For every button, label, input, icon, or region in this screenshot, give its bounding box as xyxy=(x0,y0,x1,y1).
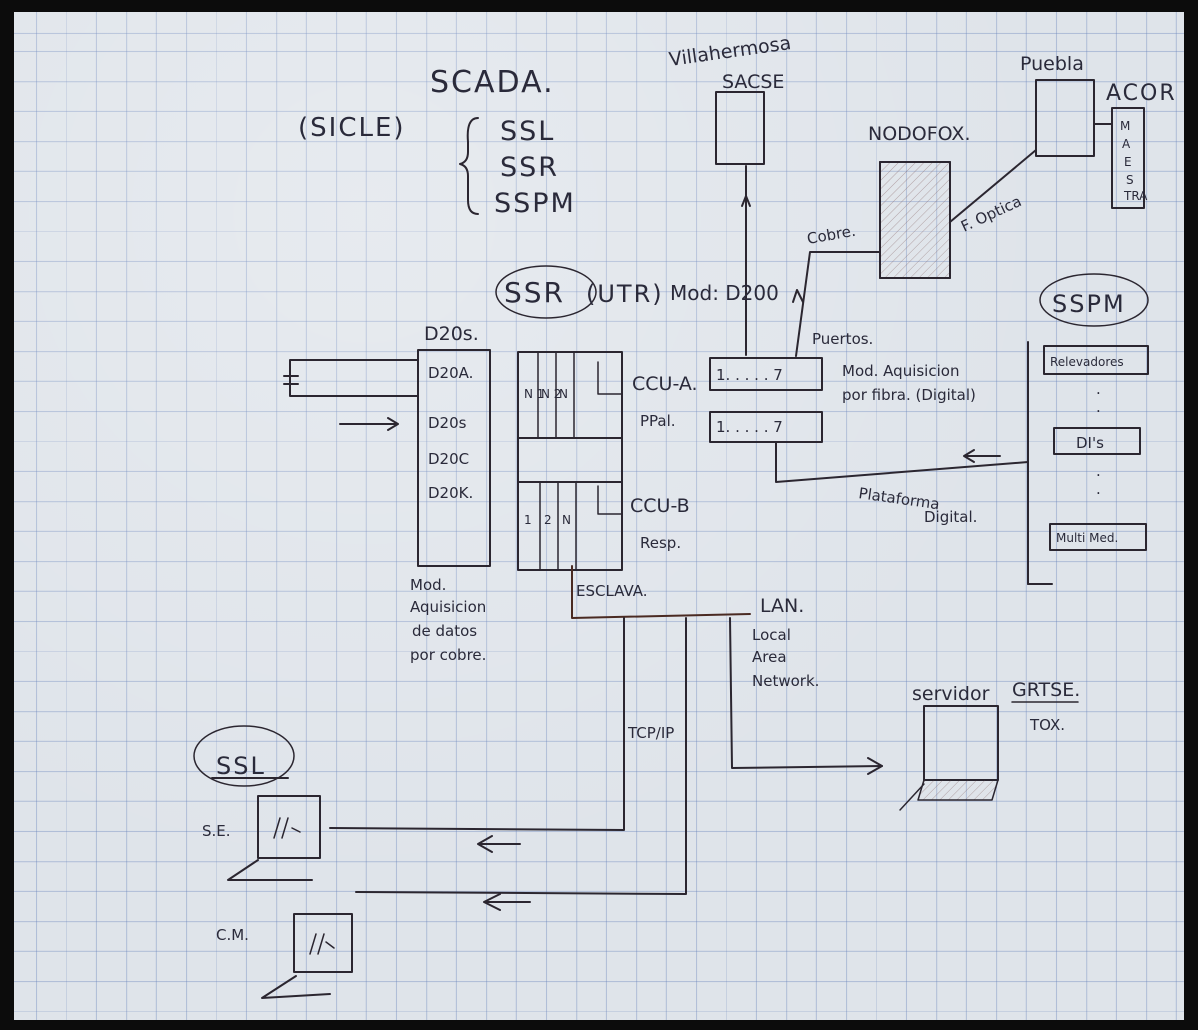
sicle-label: (SICLE) xyxy=(298,113,406,143)
svg-text:.: . xyxy=(1096,398,1101,416)
cm-monitor xyxy=(294,914,352,972)
sspm-item: DI's xyxy=(1076,434,1104,452)
d20-item: D20s xyxy=(428,414,467,432)
ssr-label: SSR xyxy=(504,276,565,309)
puebla-label: Puebla xyxy=(1020,53,1084,75)
lan-line: Area xyxy=(752,648,787,666)
mod-d200-label: Mod: D200 xyxy=(670,281,779,305)
svg-text:.: . xyxy=(1096,480,1101,498)
capacitor-link xyxy=(290,360,418,396)
villahermosa-label: Villahermosa xyxy=(668,32,793,71)
mod-cobre-line: de datos xyxy=(412,622,477,640)
lan-heading: LAN. xyxy=(760,595,804,617)
ssl-heading: SSL xyxy=(216,752,266,780)
ccu-b-slot: N xyxy=(562,513,571,527)
sspm-item: Relevadores xyxy=(1050,355,1124,369)
scada-item-ssl: SSL xyxy=(500,116,555,147)
plataforma-link xyxy=(776,442,1028,482)
mod-fibra-line: por fibra. (Digital) xyxy=(842,386,976,404)
acor-box xyxy=(1036,80,1094,156)
nodofox-box xyxy=(880,162,950,278)
right-arrow-icon xyxy=(340,418,398,430)
scada-item-sspm: SSPM xyxy=(494,188,576,219)
lan-line: Network. xyxy=(752,672,819,690)
se-screen-marks xyxy=(274,818,300,838)
utr-label: (UTR) xyxy=(586,280,664,308)
sspm-item: Multi Med. xyxy=(1056,531,1118,545)
fibra-label: F. Optica xyxy=(958,192,1024,236)
se-keyboard xyxy=(228,860,312,880)
mod-cobre-line: Mod. xyxy=(410,576,446,594)
cm-screen-marks xyxy=(310,934,334,954)
esclava-label: ESCLAVA. xyxy=(576,582,648,600)
svg-text:.: . xyxy=(1096,462,1101,480)
puertos-label: Puertos. xyxy=(812,330,873,348)
acor-label: ACOR xyxy=(1106,81,1177,106)
lan-line: Local xyxy=(752,626,791,644)
plataforma-line: Digital. xyxy=(924,508,977,526)
ccu-a-sub: PPal. xyxy=(640,412,676,430)
left-arrow-icon xyxy=(964,450,1000,462)
maestra-letter-2: A xyxy=(1122,137,1131,151)
d20s-heading: D20s. xyxy=(424,323,479,345)
tox-label: TOX. xyxy=(1029,716,1065,734)
tcpip-link-cm xyxy=(356,618,686,894)
ccu-a-label: CCU-A. xyxy=(632,373,698,395)
ccu-b-slot: 2 xyxy=(544,513,552,527)
port-range-2: 1. . . . . 7 xyxy=(716,418,783,436)
servidor-base xyxy=(918,780,998,800)
grtse-label: GRTSE. xyxy=(1012,679,1080,701)
ccu-rack xyxy=(518,352,622,570)
cm-keyboard xyxy=(262,976,330,998)
tcpip-label: TCP/IP xyxy=(627,724,674,742)
left-arrow-icon-3 xyxy=(484,894,530,910)
mod-fibra-line: Mod. Aquisicion xyxy=(842,362,959,380)
scada-title: SCADA. xyxy=(430,65,555,100)
maestra-letter-5: TRA xyxy=(1123,189,1148,203)
maestra-letter-4: S xyxy=(1126,173,1134,187)
port-range-1: 1. . . . . 7 xyxy=(716,366,783,384)
maestra-letter-1: M xyxy=(1120,119,1130,133)
ccu-a-slot: N xyxy=(559,387,568,401)
cm-label: C.M. xyxy=(216,926,249,944)
servidor-label: servidor xyxy=(912,683,990,705)
ccu-b-label: CCU-B xyxy=(630,495,690,517)
mod-cobre-line: por cobre. xyxy=(410,646,486,664)
ccu-b-sub: Resp. xyxy=(640,534,681,552)
d20-item: D20A. xyxy=(428,364,473,382)
d20-item: D20K. xyxy=(428,484,473,502)
se-label: S.E. xyxy=(202,822,231,840)
scada-item-ssr: SSR xyxy=(500,152,559,183)
maestra-letter-3: E xyxy=(1124,155,1132,169)
ccu-b-slot: 1 xyxy=(524,513,532,527)
sacse-box xyxy=(716,92,764,164)
curly-brace xyxy=(460,118,478,214)
nodofox-label: NODOFOX. xyxy=(868,123,970,145)
d20-item: D20C xyxy=(428,450,469,468)
se-monitor xyxy=(258,796,320,858)
left-arrow-icon-2 xyxy=(478,836,520,852)
cobre-label: Cobre. xyxy=(806,222,857,248)
svg-text:.: . xyxy=(1096,380,1101,398)
up-arrow-icon-2 xyxy=(793,290,803,302)
servidor-monitor xyxy=(924,706,998,780)
sacse-label: SACSE xyxy=(722,71,784,93)
sspm-heading: SSPM xyxy=(1052,290,1126,318)
mod-cobre-line: Aquisicion xyxy=(410,598,486,616)
